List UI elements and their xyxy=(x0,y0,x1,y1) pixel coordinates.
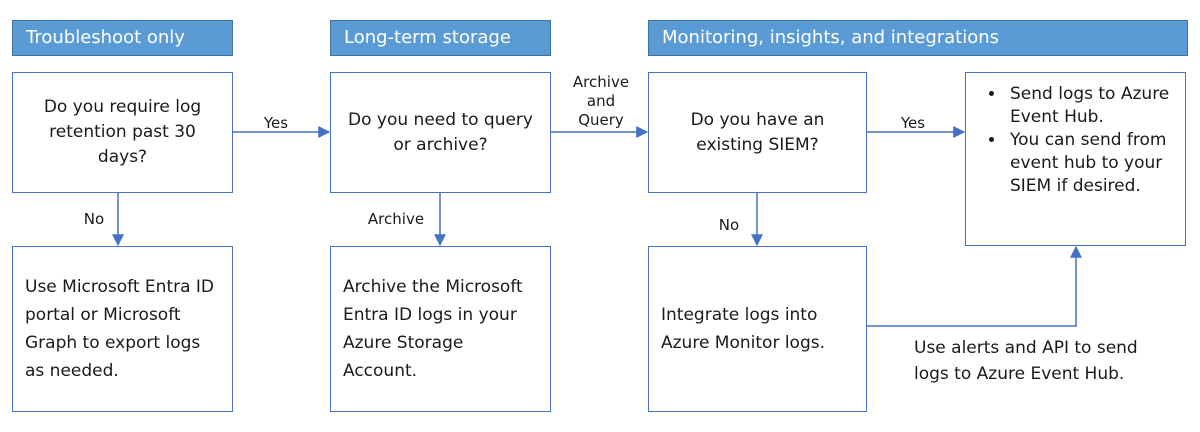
event-hub-bullet-list: Send logs to Azure Event Hub. You can se… xyxy=(966,73,1185,198)
question-existing-siem: Do you have an existing SIEM? xyxy=(648,72,867,193)
label-no-siem: No xyxy=(718,216,740,234)
label-yes-siem: Yes xyxy=(900,114,926,132)
result-export-logs: Use Microsoft Entra ID portal or Microso… xyxy=(12,246,233,412)
header-monitoring: Monitoring, insights, and integrations xyxy=(648,20,1188,56)
event-hub-bullet: Send logs to Azure Event Hub. xyxy=(1006,83,1171,129)
result-event-hub: Send logs to Azure Event Hub. You can se… xyxy=(965,72,1186,246)
arrow-integrate-to-event-hub xyxy=(866,245,1082,327)
result-integrate-logs: Integrate logs into Azure Monitor logs. xyxy=(648,246,867,412)
result-archive-logs: Archive the Microsoft Entra ID logs in y… xyxy=(330,246,551,412)
label-alerts-and-api: Use alerts and API to send logs to Azure… xyxy=(914,338,1138,384)
label-archive: Archive xyxy=(367,210,425,228)
header-long-term-storage: Long-term storage xyxy=(330,20,551,56)
header-troubleshoot-only: Troubleshoot only xyxy=(12,20,233,56)
label-yes-retention: Yes xyxy=(263,114,289,132)
label-archive-and-query: Archive and Query xyxy=(572,73,630,129)
question-query-or-archive: Do you need to query or archive? xyxy=(330,72,551,193)
event-hub-bullet: You can send from event hub to your SIEM… xyxy=(1006,129,1171,198)
question-log-retention: Do you require log retention past 30 day… xyxy=(12,72,233,193)
label-no-retention: No xyxy=(83,210,105,228)
